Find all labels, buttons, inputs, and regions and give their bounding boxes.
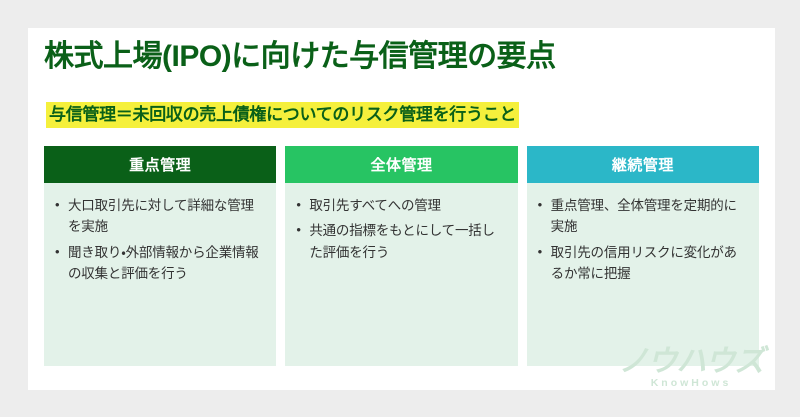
list-item: 聞き取り・外部情報から企業情報の収集と評価を行う	[52, 242, 266, 285]
card-zentai-kanri: 全体管理 取引先すべてへの管理 共通の指標をもとにして一括した評価を行う	[285, 146, 518, 366]
bullet-list-juten-kanri: 大口取引先に対して詳細な管理を実施 聞き取り・外部情報から企業情報の収集と評価を…	[52, 195, 266, 284]
bullet-list-zentai-kanri: 取引先すべてへの管理 共通の指標をもとにして一括した評価を行う	[293, 195, 507, 263]
bullet-list-keizoku-kanri: 重点管理、全体管理を定期的に実施 取引先の信用リスクに変化があるか常に把握	[535, 195, 749, 284]
card-keizoku-kanri: 継続管理 重点管理、全体管理を定期的に実施 取引先の信用リスクに変化があるか常に…	[526, 146, 759, 366]
list-item: 重点管理、全体管理を定期的に実施	[535, 195, 749, 238]
card-header-zentai-kanri: 全体管理	[285, 146, 518, 183]
card-header-keizoku-kanri: 継続管理	[526, 146, 759, 183]
card-body-zentai-kanri: 取引先すべてへの管理 共通の指標をもとにして一括した評価を行う	[285, 183, 518, 366]
logo-roman-text: KnowHows	[650, 376, 732, 389]
subtitle-container: 与信管理＝未回収の売上債権についてのリスク管理を行うこと	[46, 102, 520, 129]
list-item: 取引先の信用リスクに変化があるか常に把握	[535, 242, 749, 285]
list-item: 共通の指標をもとにして一括した評価を行う	[293, 220, 507, 263]
list-item: 取引先すべてへの管理	[293, 195, 507, 216]
slide-canvas: 株式上場(IPO)に向けた与信管理の要点 与信管理＝未回収の売上債権についてのリ…	[28, 28, 775, 390]
card-body-keizoku-kanri: 重点管理、全体管理を定期的に実施 取引先の信用リスクに変化があるか常に把握	[526, 183, 759, 366]
subtitle-highlighted-text: 与信管理＝未回収の売上債権についてのリスク管理を行うこと	[46, 102, 520, 129]
card-header-juten-kanri: 重点管理	[44, 146, 277, 183]
card-body-juten-kanri: 大口取引先に対して詳細な管理を実施 聞き取り・外部情報から企業情報の収集と評価を…	[44, 183, 277, 366]
list-item: 大口取引先に対して詳細な管理を実施	[52, 195, 266, 238]
management-columns: 重点管理 大口取引先に対して詳細な管理を実施 聞き取り・外部情報から企業情報の収…	[44, 146, 759, 366]
page-title: 株式上場(IPO)に向けた与信管理の要点	[44, 40, 556, 73]
card-juten-kanri: 重点管理 大口取引先に対して詳細な管理を実施 聞き取り・外部情報から企業情報の収…	[44, 146, 277, 366]
